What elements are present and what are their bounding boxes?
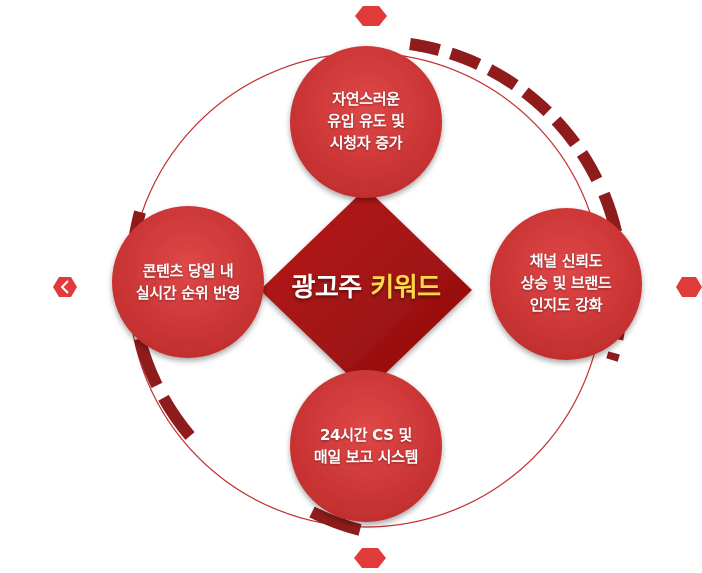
- arc-segment-bottom: [309, 506, 362, 536]
- center-title: 광고주 키워드: [251, 268, 481, 308]
- center-title-part-b: 키워드: [370, 273, 441, 303]
- node-right-circle: [490, 208, 642, 360]
- arc-segment-top-right: [409, 38, 606, 189]
- hexagon-marker-right: [676, 277, 702, 297]
- node-right-label: 채널 신뢰도 상승 및 브랜드 인지도 강화: [520, 252, 612, 314]
- hexagon-marker-top: [355, 6, 387, 26]
- node-left-circle: [112, 206, 264, 358]
- node-bottom-label: 24시간 CS 및 매일 보고 시스템: [313, 426, 419, 466]
- node-bottom-circle: [290, 370, 442, 522]
- node-top-circle: [290, 46, 442, 198]
- chevron-left-icon: [53, 277, 77, 297]
- node-top-label: 자연스러운 유입 유도 및 시청자 증가: [327, 90, 405, 152]
- node-left-label: 콘텐츠 당일 내 실시간 순위 반영: [135, 262, 241, 302]
- center-diamond: [260, 188, 472, 392]
- center-title-part-a: 광고주: [291, 273, 362, 303]
- hexagon-marker-bottom: [354, 548, 386, 568]
